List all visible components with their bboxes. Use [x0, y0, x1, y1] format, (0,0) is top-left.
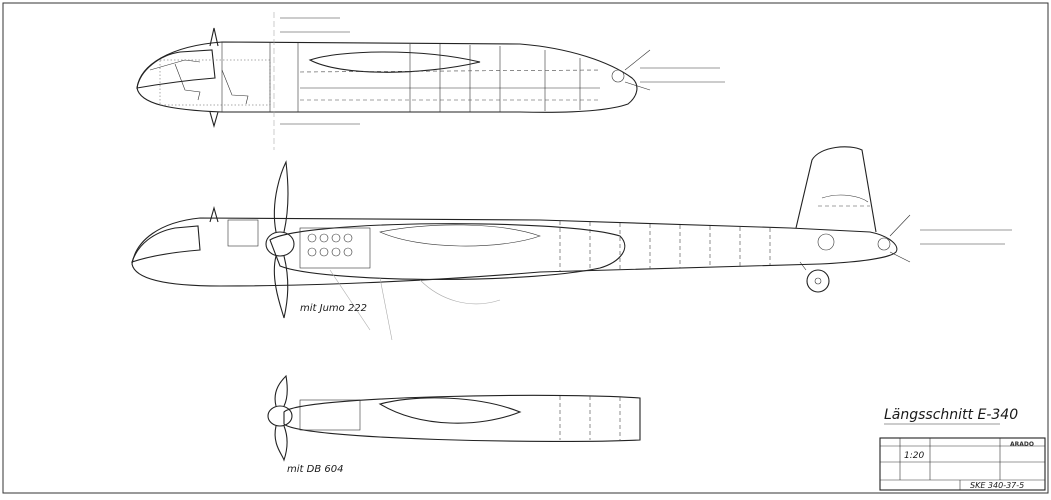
- drawing-number: SKE 340-37-5: [970, 481, 1024, 490]
- side-view-db604: [267, 374, 641, 462]
- scale-label: 1:20: [904, 451, 924, 461]
- side-view-jumo: [131, 146, 1012, 341]
- engine-label-db604: mit DB 604: [287, 464, 343, 475]
- drawing-title: Längsschnitt E-340: [884, 407, 1018, 423]
- engine-label-jumo: mit Jumo 222: [300, 303, 367, 314]
- engine-cylinders: [307, 233, 353, 257]
- company-label: ARADO: [1010, 441, 1034, 448]
- title-block: 1:20 ARADO SKE 340-37-5: [879, 437, 1046, 491]
- top-view-fuselage: [136, 12, 725, 150]
